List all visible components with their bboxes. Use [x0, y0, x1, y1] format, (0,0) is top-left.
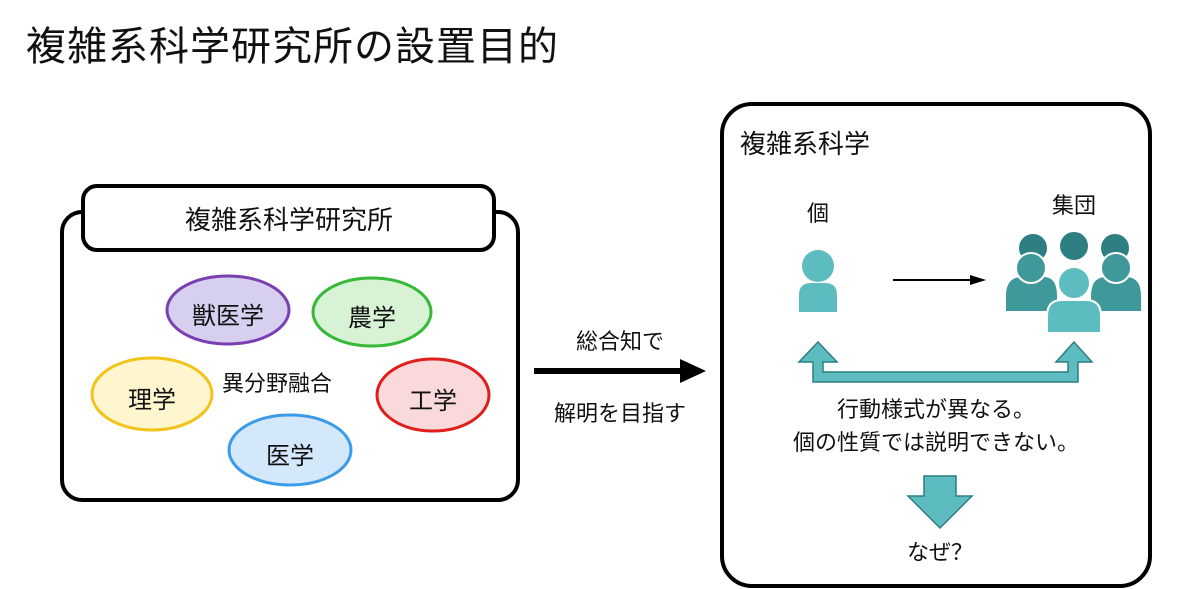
field-label-med: 医学 — [266, 442, 314, 470]
field-ellipse-eng — [375, 357, 491, 433]
page-title: 複雑系科学研究所の設置目的 — [26, 24, 559, 70]
small-arrow-head — [970, 275, 986, 285]
field-label-vet: 獣医学 — [192, 302, 264, 330]
main-arrow-head — [680, 359, 706, 383]
field-ellipse-sci — [90, 356, 214, 432]
individual-label: 個 — [806, 202, 829, 227]
field-ellipse-med — [227, 413, 353, 487]
institute-header: 複雑系科学研究所 — [184, 206, 393, 236]
institute-header-box — [81, 184, 496, 252]
field-ellipse-vet — [165, 274, 291, 346]
group-people-icon — [1004, 230, 1143, 334]
field-label-agri: 農学 — [348, 304, 396, 332]
individual-person-icon — [799, 250, 837, 312]
field-label-sci: 理学 — [128, 386, 176, 414]
complex-science-box — [720, 102, 1152, 588]
field-label-eng: 工学 — [409, 387, 457, 415]
down-arrow-icon — [906, 475, 974, 530]
statement-line-2: 個の性質では説明できない。 — [792, 431, 1079, 456]
complex-science-header: 複雑系科学 — [740, 130, 871, 160]
question-label: なぜ？ — [906, 541, 973, 566]
field-ellipse-agri — [311, 276, 433, 348]
group-label: 集団 — [1051, 194, 1096, 219]
arrow-bottom-label: 解明を目指す — [553, 402, 686, 427]
fusion-label: 異分野融合 — [222, 372, 333, 397]
statement-line-1: 行動様式が異なる。 — [836, 398, 1035, 423]
arrow-top-label: 総合知で — [575, 330, 664, 355]
teal-bracket-arrow — [797, 340, 1094, 383]
